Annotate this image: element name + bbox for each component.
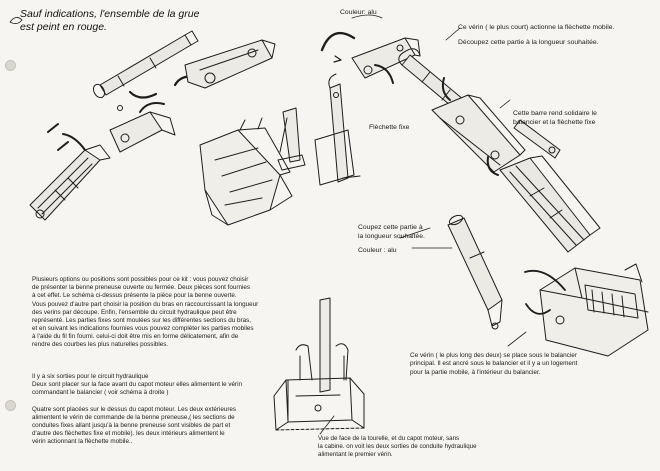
hose-3 [320, 31, 356, 52]
paragraph-hydraulique: Il y a six sorties pour le circuit hydra… [32, 373, 243, 446]
top-left-cylinder [92, 30, 199, 99]
paragraph-options: Plusieurs options ou positions sont poss… [32, 276, 259, 349]
long-cylinder [447, 214, 503, 330]
corner-swirl-icon [9, 17, 23, 24]
label-vue-face: Vue de face de la tourelle, et du capot … [318, 435, 477, 459]
boom-support-stand [277, 107, 306, 171]
right-main-boom [486, 155, 601, 253]
turret-engine-housing [524, 263, 649, 357]
pointer-arrows [319, 14, 527, 435]
label-decoupez: Découpez cette partie à la longueur souh… [458, 39, 599, 46]
left-balancier-section [109, 102, 176, 153]
turret-front-view [273, 297, 365, 431]
left-main-boom [29, 133, 111, 221]
top-centre-bracket [351, 37, 421, 84]
label-couleur-alu-top: Couleur: alu [340, 9, 377, 16]
arrow-1 [333, 55, 342, 63]
hose-1 [128, 90, 158, 99]
label-barre: Cette barre rend solidaire le balancier … [513, 110, 597, 126]
label-verin-court: Ce vérin ( le plus court) actionne la fl… [458, 24, 615, 31]
tie-bar [513, 119, 561, 159]
sheet-title: Sauf indications, l'ensemble de la grue … [20, 8, 200, 34]
label-verin-long: Ce vérin ( le plus long des deux) se pla… [410, 352, 578, 376]
punch-hole-icon [5, 60, 16, 71]
label-couleur-alu-bottom: Couleur : alu [358, 247, 397, 254]
clamshell-bucket [199, 117, 293, 226]
top-left-bracket [184, 39, 276, 89]
flechette-fixe-post [314, 73, 361, 186]
right-balancier [431, 77, 526, 173]
label-coupez: Coupez cette partie à la longueur souhai… [358, 224, 425, 240]
punch-hole-icon [5, 400, 16, 411]
pins [47, 105, 123, 151]
label-flechette-fixe: Flèchette fixe [369, 124, 410, 131]
